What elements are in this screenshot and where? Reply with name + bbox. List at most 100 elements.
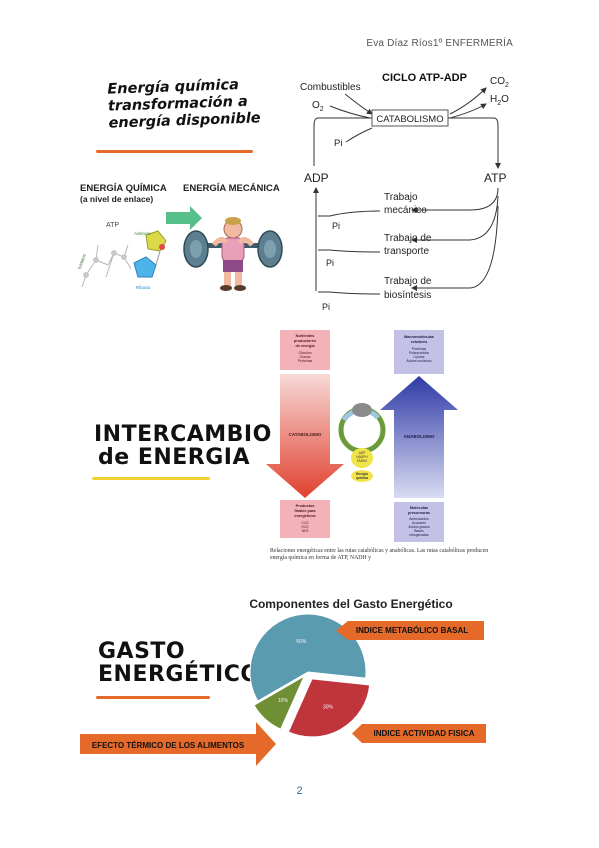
box-item: Proteínas — [412, 347, 427, 351]
box-text: Moléculas — [410, 506, 428, 510]
ribosa-label: Ribosa — [136, 285, 151, 290]
anabolismo-arrow — [380, 376, 458, 498]
box-text: Macromoléculas — [404, 335, 434, 339]
adenina-label: Adenina — [134, 231, 151, 236]
trabajo-mecanico-line1: Trabajo — [384, 192, 418, 203]
label-termico: EFECTO TÉRMICO DE LOS ALIMENTOS — [92, 741, 245, 750]
document-header: Eva Díaz Ríos1º ENFERMERÍA — [366, 38, 513, 49]
box-text: de energía — [296, 344, 316, 348]
co2-label: CO2 — [490, 76, 509, 89]
box-item: Bases — [414, 529, 424, 533]
label-subtext: (a nivel de enlace) — [80, 194, 154, 204]
box-text: celulares — [411, 340, 427, 344]
box-item: nitrogenadas — [409, 533, 429, 537]
box-item: Glúcidos — [298, 351, 311, 355]
anabolismo-label: ANABOLISMO — [404, 434, 435, 439]
pi-label: Pi — [332, 221, 340, 231]
catabolismo-label: CATABOLISMO — [289, 432, 322, 437]
moleculas-box — [394, 502, 444, 542]
pi-label: Pi — [322, 302, 330, 312]
box-text: finales para — [294, 509, 316, 513]
title-line: energía disponible — [108, 110, 261, 133]
box-item: Ácidos nucleicos — [406, 359, 432, 363]
box-item: Azúcares — [412, 521, 426, 525]
center-text: FADH2 — [357, 459, 368, 463]
energy-cycle-center: ADP NADPH FADH2 Energía química — [338, 403, 386, 482]
weightlifter-icon — [183, 217, 283, 291]
atp-adp-cycle-diagram: CICLO ATP-ADP Combustibles O2 CO2 H2O CA… — [300, 72, 509, 312]
energia-quimica-label: ENERGÍA QUÍMICA (a nivel de enlace) — [80, 183, 167, 204]
title-line: ENERGÉTICO — [98, 662, 260, 688]
productos-box — [280, 500, 330, 538]
trabajo-mecanico-line2: mecánico — [384, 205, 427, 216]
center-text: química — [356, 476, 368, 480]
title-line: INTERCAMBIO — [94, 422, 272, 447]
atp-molecule-diagram: ATP Adenina Ribosa fosfatos — [77, 222, 167, 290]
box-item: Lípidos — [414, 355, 425, 359]
trabajo-transporte-line2: transporte — [384, 246, 429, 257]
label-termico-arrow: EFECTO TÉRMICO DE LOS ALIMENTOS — [80, 722, 276, 766]
combustibles-label: Combustibles — [300, 82, 361, 93]
catabolismo-label: CATABOLISMO — [376, 114, 443, 125]
pie-slice-label: 30% — [323, 705, 334, 711]
label-basal-arrow: INDICE METABÓLICO BASAL — [336, 621, 484, 641]
pie-slice — [249, 613, 367, 702]
metabolism-exchange-diagram: Nutrientes productores de energía Glúcid… — [266, 330, 458, 542]
box-text: Nutrientes — [296, 334, 315, 338]
gasto-energetico-chart: Componentes del Gasto Energético 60% 30% 1… — [80, 597, 486, 766]
title-underline — [96, 696, 210, 699]
pie-chart: 60% 30% 10% — [249, 613, 371, 738]
macromoleculas-box — [394, 330, 444, 374]
box-item: CO2 — [302, 521, 309, 525]
box-item: H2O — [302, 525, 309, 529]
label-actividad-arrow: INDICE ACTIVIDAD FISICA — [352, 724, 486, 743]
box-text: precursoras — [408, 511, 430, 515]
center-text: NADPH — [356, 455, 368, 459]
section-title-gasto: GASTO ENERGÉTICO — [98, 640, 260, 686]
title-line: de ENERGIA — [98, 445, 251, 471]
o2-label: O2 — [312, 100, 324, 113]
green-arrow-icon — [166, 206, 202, 230]
box-item: Proteínas — [298, 359, 313, 363]
pi-label: Pi — [334, 138, 342, 149]
box-item: Grasas — [300, 355, 311, 359]
pi-label: Pi — [326, 258, 334, 268]
chart-title: Componentes del Gasto Energético — [249, 597, 452, 611]
box-item: Ácidos grasos — [408, 525, 430, 529]
pie-slice — [253, 674, 306, 730]
atp-molecule-label: ATP — [106, 222, 119, 229]
catabolismo-arrow — [266, 374, 344, 498]
pie-slice-label: 60% — [296, 639, 307, 645]
section-title-energia-quimica: Energía química transformación a energía… — [107, 77, 261, 134]
box-text: Productos — [296, 504, 315, 508]
center-text: Energía — [356, 472, 368, 476]
atp-label: ATP — [484, 171, 506, 185]
pie-slice-label: 10% — [278, 698, 289, 704]
trabajo-biosintesis-line1: Trabajo de — [384, 276, 432, 287]
nutrientes-box — [280, 330, 330, 370]
title-line: GASTO — [98, 639, 186, 664]
energia-mecanica-label: ENERGÍA MECÁNICA — [183, 183, 280, 194]
box-item: Polisacáridos — [409, 351, 429, 355]
section-title-intercambio: INTERCAMBIO de ENERGIA — [94, 423, 272, 469]
label-actividad: INDICE ACTIVIDAD FISICA — [373, 729, 474, 738]
cycle-title: CICLO ATP-ADP — [382, 72, 467, 84]
box-text: energéticos — [294, 514, 315, 518]
title-underline — [92, 477, 210, 480]
label-basal: INDICE METABÓLICO BASAL — [356, 626, 468, 635]
title-underline — [96, 150, 253, 153]
adp-label: ADP — [304, 171, 329, 185]
center-text: ADP — [359, 451, 366, 455]
box-text: productores — [294, 339, 316, 343]
pie-slice — [287, 678, 371, 738]
page-number: 2 — [296, 785, 303, 797]
trabajo-transporte-line1: Trabajo de — [384, 233, 432, 244]
fosfatos-label: fosfatos — [77, 253, 87, 270]
figure-caption: Relaciones energéticas entre las rutas c… — [270, 548, 489, 562]
box-item: Aminoácidos — [409, 517, 429, 521]
label-text: ENERGÍA QUÍMICA — [80, 183, 167, 194]
box-item: NH3 — [302, 529, 309, 533]
atp-to-mechanical-illustration: ATP Adenina Ribosa fosfatos — [77, 206, 283, 291]
h2o-label: H2O — [490, 94, 509, 107]
trabajo-biosintesis-line2: biosíntesis — [384, 290, 431, 301]
